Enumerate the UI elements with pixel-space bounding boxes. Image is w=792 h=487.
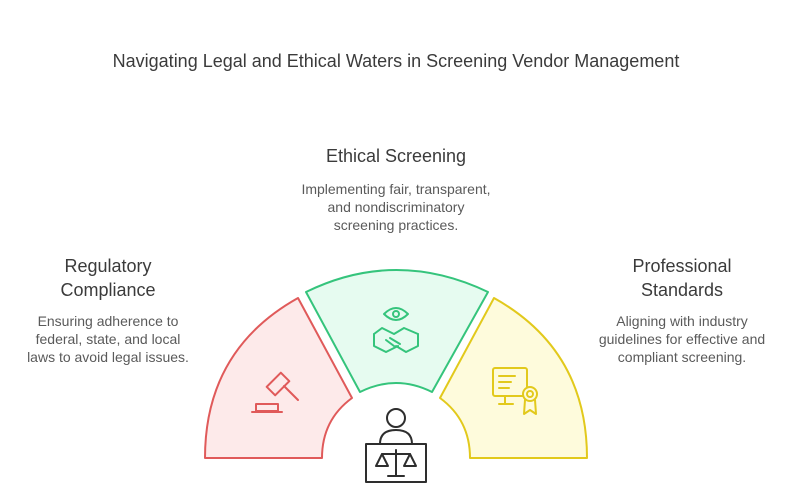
page-title: Navigating Legal and Ethical Waters in S… [112, 51, 680, 71]
regulatory-compliance-heading: Regulatory Compliance [60, 256, 156, 300]
ethical-screening-description: Implementing fair, transparent, and nond… [301, 181, 491, 233]
ethical-screening-heading: Ethical Screening [325, 146, 467, 166]
professional-standards-description: Aligning with industry guidelines for ef… [598, 313, 766, 365]
professional-standards-heading: Professional Standards [632, 256, 732, 300]
segment-ethical [305, 269, 489, 393]
person-with-scales-icon [365, 408, 427, 483]
segment-professional [439, 297, 588, 459]
regulatory-compliance-description: Ensuring adherence to federal, state, an… [27, 313, 189, 365]
certificate-icon [492, 367, 538, 415]
segment-regulatory [204, 297, 353, 459]
gavel-icon [251, 371, 299, 413]
eye-handshake-icon [373, 307, 419, 353]
